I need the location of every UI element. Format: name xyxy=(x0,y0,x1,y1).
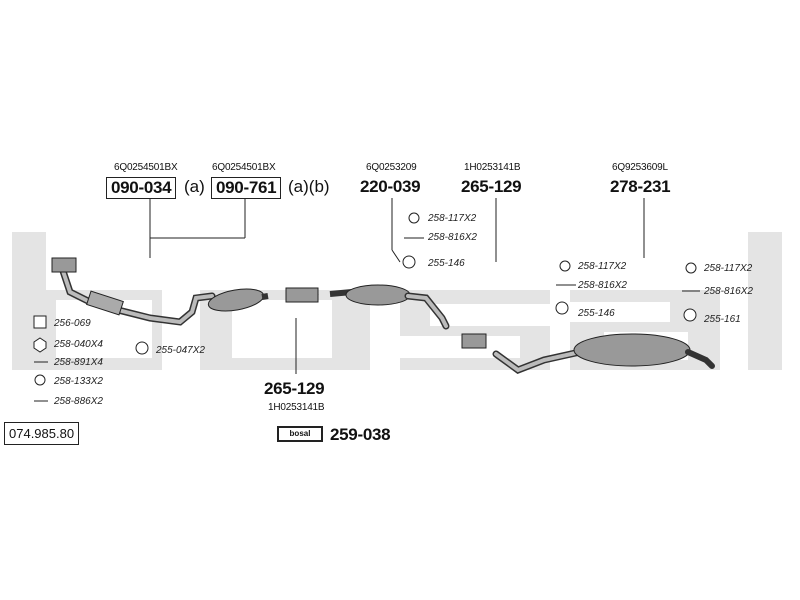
front-pipe-oem-number: 6Q0253209 xyxy=(366,162,417,173)
accessory-label: 258-117X2 xyxy=(578,261,627,272)
accessory-label: 258-133X2 xyxy=(54,376,103,387)
accessory-label: 258-040X4 xyxy=(54,339,103,350)
repair-pipe-top-part-number[interactable]: 265-129 xyxy=(461,177,522,196)
cat2-suffix: (a)(b) xyxy=(288,177,330,196)
cat2-oem-number: 6Q0254501BX xyxy=(212,162,276,173)
accessory-label: 255-146 xyxy=(578,308,615,319)
accessory-icons xyxy=(33,212,700,402)
rear-muffler-oem-number: 6Q9253609L xyxy=(612,162,668,173)
catalog-number: 074.985.80 xyxy=(4,422,80,445)
front-pipe-cat-section xyxy=(51,257,269,326)
accessory-label: 255-146 xyxy=(428,258,465,269)
cat2-part-number[interactable]: 090-761 xyxy=(211,177,282,199)
repair-pipe-bottom-oem-number: 1H0253141B xyxy=(268,402,325,413)
front-pipe-part-number[interactable]: 220-039 xyxy=(360,177,421,196)
bosal-kit-badge: bosal xyxy=(277,426,323,442)
repair-sleeve xyxy=(461,333,487,349)
front-pipe xyxy=(285,284,450,330)
leader-lines xyxy=(149,198,645,374)
accessory-label: 258-886X2 xyxy=(54,396,103,407)
cat1-part-number[interactable]: 090-034 xyxy=(106,177,177,199)
repair-pipe-bottom-part-number[interactable]: 265-129 xyxy=(264,379,325,398)
accessory-label: 258-117X2 xyxy=(428,213,477,224)
accessory-label: 255-047X2 xyxy=(156,345,205,356)
accessory-label: 258-816X2 xyxy=(428,232,477,243)
accessory-label: 258-816X2 xyxy=(704,286,753,297)
cat1-suffix: (a) xyxy=(184,177,205,196)
rear-muffler-part-number[interactable]: 278-231 xyxy=(610,177,671,196)
assembly-kit-part-number[interactable]: 259-038 xyxy=(330,425,391,444)
accessory-label: 258-117X2 xyxy=(704,263,753,274)
cat1-oem-number: 6Q0254501BX xyxy=(114,162,178,173)
accessory-label: 255-161 xyxy=(704,314,741,325)
brand-watermark xyxy=(12,232,782,370)
accessory-label: 258-891X4 xyxy=(54,357,103,368)
repair-pipe-top-oem-number: 1H0253141B xyxy=(464,162,521,173)
accessory-label: 256-069 xyxy=(54,318,91,329)
rear-muffler-section xyxy=(492,333,715,374)
accessory-label: 258-816X2 xyxy=(578,280,627,291)
